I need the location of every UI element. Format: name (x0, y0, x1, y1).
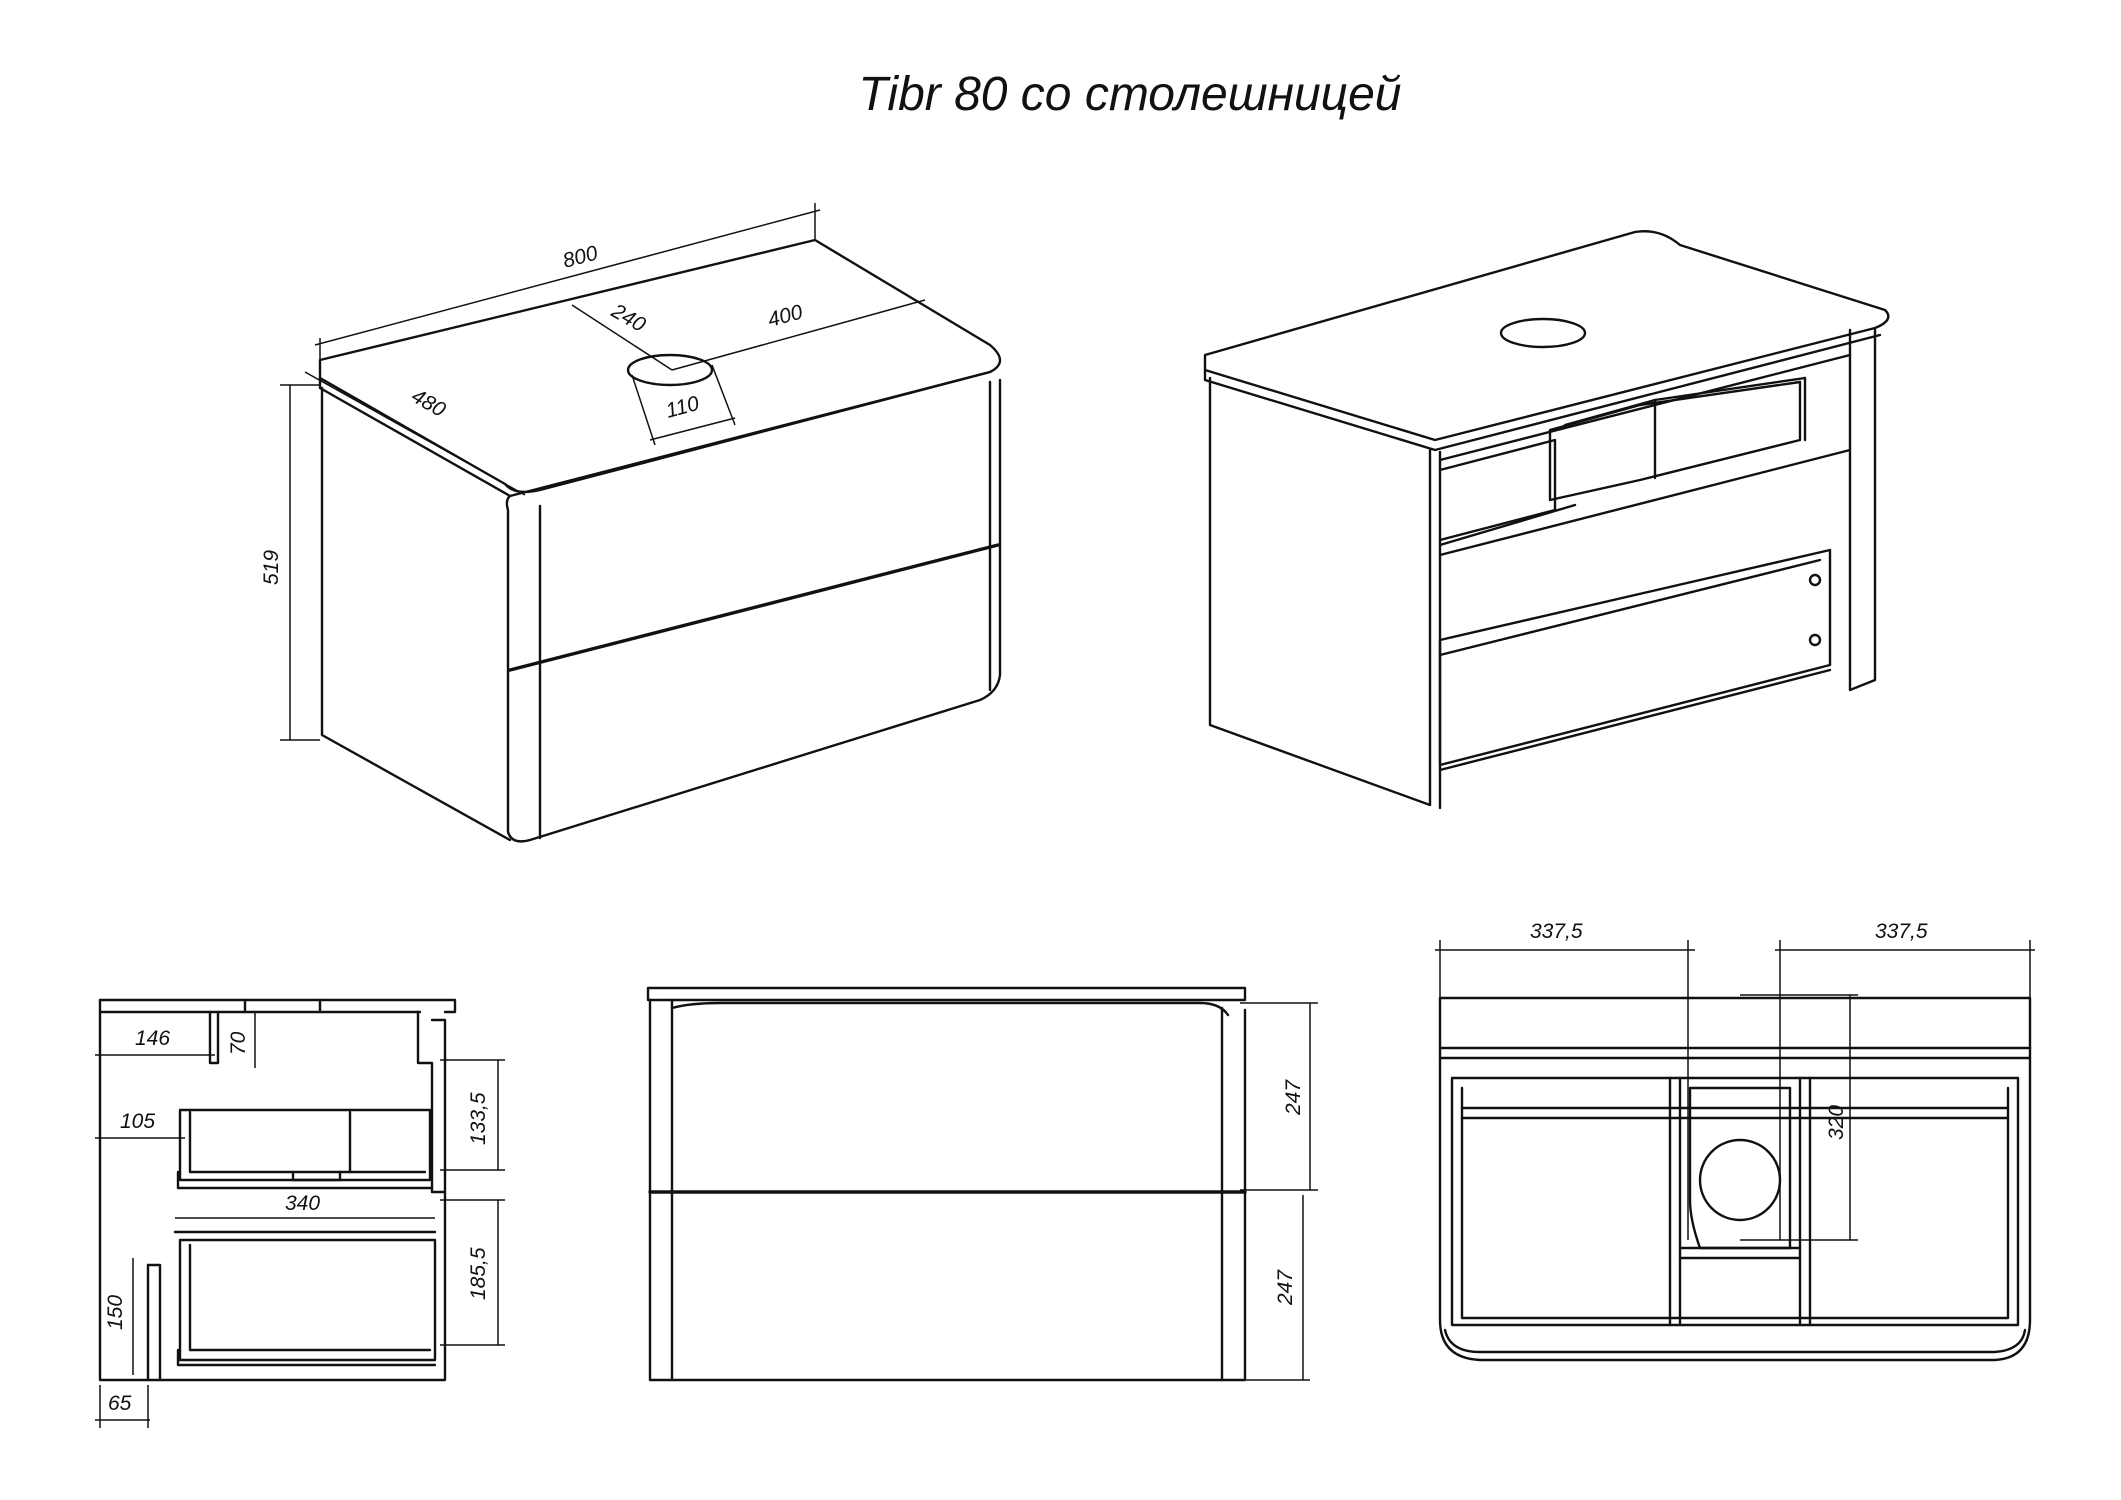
dim-side-back-height: 150 (104, 1295, 127, 1330)
dim-iso-width: 800 (560, 241, 600, 272)
iso2-sink-hole (1499, 317, 1587, 349)
iso-body (320, 386, 512, 842)
dim-iso-hole-right: 400 (765, 300, 805, 331)
iso-view-closed: 800 480 519 240 400 110 (260, 203, 1002, 843)
iso-sink-hole (626, 353, 714, 387)
dim-side-lower-height: 185,5 (467, 1247, 490, 1300)
top-plan-view: 337,5 337,5 320 (1435, 920, 2035, 1362)
dim-side-upper-offset: 105 (120, 1110, 155, 1133)
iso-view-open (1203, 230, 1890, 810)
iso-countertop (318, 238, 1002, 494)
drawing-title: Tibr 80 со столешницей (859, 68, 1402, 121)
dim-top-right-offset: 337,5 (1875, 920, 1928, 943)
iso-drawer-gap (508, 543, 1000, 672)
dim-side-top-depth: 146 (135, 1027, 170, 1050)
dim-top-left-offset: 337,5 (1530, 920, 1583, 943)
side-section-view: 146 70 105 133,5 340 185,5 150 65 (95, 998, 505, 1428)
plan-sink-hole (1698, 1138, 1782, 1222)
dim-top-depth: 320 (1825, 1105, 1848, 1140)
dim-side-back-offset: 65 (108, 1392, 132, 1415)
dim-iso-depth: 480 (408, 384, 450, 422)
dim-side-lower-depth: 340 (285, 1192, 320, 1215)
dim-front-upper-height: 247 (1282, 1079, 1305, 1116)
dim-side-top-height: 70 (227, 1031, 250, 1055)
front-view: 247 247 (646, 986, 1318, 1382)
dim-iso-hole-diameter: 110 (663, 392, 702, 423)
dim-iso-height: 519 (260, 550, 283, 585)
dim-front-lower-height: 247 (1274, 1269, 1297, 1306)
dim-side-upper-height: 133,5 (467, 1092, 490, 1145)
